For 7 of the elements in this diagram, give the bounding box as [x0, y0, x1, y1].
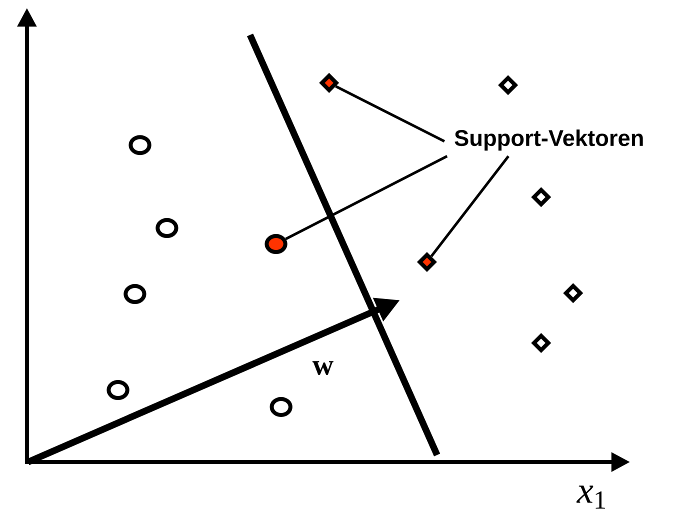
leader-line — [430, 155, 510, 258]
leader-line — [285, 154, 448, 240]
support-vector-circle — [264, 234, 288, 254]
leader-line — [335, 85, 446, 143]
axis-label: x$_{1}$ — [576, 486, 605, 509]
callout-label: Support-Vektoren — [454, 129, 643, 151]
vector-label: w — [312, 361, 334, 375]
